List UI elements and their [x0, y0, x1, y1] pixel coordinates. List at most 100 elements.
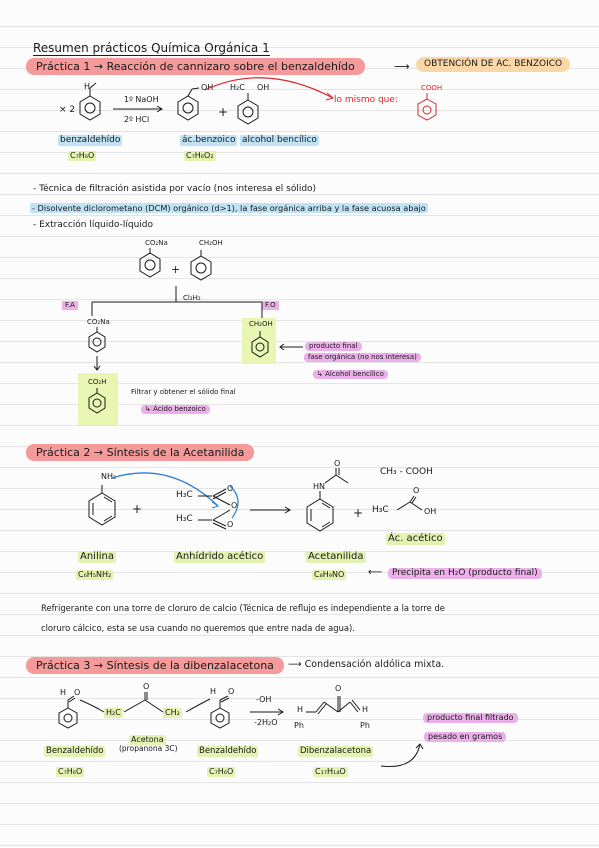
- acetico-oh: OH: [424, 507, 437, 516]
- precipita-arrow: ⟵: [368, 567, 383, 578]
- cl2h2-label: Cl₂H₂: [183, 294, 201, 302]
- lo-mismo-arrow: [204, 77, 334, 99]
- anhidrido-o-top: O: [227, 484, 234, 493]
- lo-mismo-que: lo mismo que:: [334, 95, 398, 105]
- anilina-structure: [88, 485, 116, 526]
- extraction-tree: [91, 286, 263, 318]
- co2na-left: CO₂Na: [87, 318, 110, 326]
- reaction-arrow-1: [113, 105, 163, 113]
- p3-benz-formula: C₇H₆O: [56, 767, 85, 777]
- anhidrido-h3c-bottom: H₃C: [176, 514, 193, 524]
- fase-organica-label: fase orgánica (no nos interesa): [304, 353, 421, 362]
- p3-acetona-structure: [123, 692, 164, 713]
- precipita-label: Precipita en H₂O (producto final): [388, 568, 542, 579]
- anhidrido-o-mid: O: [231, 501, 238, 510]
- p3-arrow-right: [185, 698, 211, 713]
- benzoic-acid-box: [88, 388, 106, 414]
- acetanilida-label: Acetanilida: [306, 551, 366, 563]
- benzyl-alcohol-top: [190, 250, 212, 281]
- p3-acetona-o: O: [143, 682, 150, 691]
- dibenzalacetona-structure: [306, 696, 361, 715]
- acido-acetico-structure: [396, 495, 423, 511]
- alcohol-oh-label: OH: [257, 83, 270, 92]
- p3-curve-arrowhead: [415, 743, 424, 750]
- p3-o-right: O: [228, 687, 235, 696]
- p3-arrow-left: [79, 699, 105, 713]
- anhidrido-structure: [198, 488, 231, 530]
- ch3cooh-label: CH₃ - COOH: [380, 467, 433, 477]
- p3-minus-h2o: -2H₂O: [254, 718, 278, 727]
- p3-minus-oh: -OH: [256, 695, 272, 704]
- obtencion-badge: OBTENCIÓN DE AC. BENZOICO: [416, 57, 571, 72]
- reaction-arrow-2: [250, 506, 291, 514]
- acbenzoico-formula: C₇H₆O₂: [184, 151, 216, 161]
- refrigerante-note-2: cloruro cálcico, esta se usa cuando no q…: [41, 623, 355, 633]
- fo-label: F.O: [262, 301, 279, 310]
- p3-h-left: H: [60, 688, 67, 697]
- anhidrido-o-bottom: O: [227, 520, 234, 529]
- nucleophilic-arrowhead: [211, 501, 220, 509]
- p3-h-right: H: [210, 687, 217, 696]
- anhidrido-h3c-top: H₃C: [176, 490, 193, 500]
- p3-benzaldehido-2: Benzaldehído: [197, 746, 259, 757]
- plus-sign-3: +: [132, 502, 143, 516]
- acido-benzoico-label: ↳ Ácido benzoico: [141, 405, 210, 414]
- lo-mismo-arrowhead: [325, 92, 335, 101]
- practica-2-header: Práctica 2 → Síntesis de la Acetanilida: [26, 444, 255, 461]
- acbenzoico-label: ác.benzoico: [180, 135, 238, 146]
- bullet-extraccion: - Extracción líquido-líquido: [33, 220, 154, 230]
- acbenzoico-red-structure: [417, 93, 437, 121]
- p3-dibenzal-formula: C₁₇H₁₄O: [313, 767, 348, 777]
- p3-acetona: Acetona: [129, 735, 166, 745]
- alcohol-bencilico-label: ↳ Alcohol bencílico: [313, 370, 388, 379]
- ch2oh-right: CH₂OH: [249, 320, 273, 328]
- co2na-top: CO₂Na: [145, 239, 168, 247]
- p3-dib-h-right: H: [362, 705, 369, 714]
- p3-benzaldehido-left: [58, 695, 78, 729]
- bullet-disolvente: - Disolvente diclorometano (DCM) orgánic…: [30, 203, 428, 214]
- alcohol-bencilico-structure: [237, 93, 259, 125]
- benzyl-alcohol-right: [251, 331, 303, 358]
- practica-3-subheader: ⟶ Condensación aldólica mixta.: [288, 659, 445, 670]
- x2-label: × 2: [59, 105, 76, 115]
- acetico-h3c: H₃C: [372, 505, 389, 515]
- alcohol-hfc-label: H₂C: [230, 83, 245, 92]
- bullet-filtracion: - Técnica de filtración asistida por vac…: [33, 184, 317, 194]
- p3-h2c: H₂C: [104, 708, 123, 718]
- p3-acetona-sub: (propanona 3C): [119, 744, 178, 753]
- acbenzoico-structure: [177, 87, 200, 121]
- acetanilida-structure: [306, 468, 349, 532]
- acetico-o: O: [413, 486, 420, 495]
- reagent-naoh: 1º NaOH: [124, 95, 159, 104]
- p3-dib-ph-right: Ph: [360, 721, 370, 730]
- benzaldehido-formula: C₇H₆O: [68, 151, 97, 161]
- practica-1-header: Práctica 1 → Reacción de cannizaro sobre…: [26, 58, 365, 75]
- p3-dib-ph-left: Ph: [294, 721, 304, 730]
- reagent-hcl: 2º HCl: [124, 115, 150, 124]
- nh2-label: NH₂: [101, 472, 117, 481]
- plus-sign-1: +: [218, 105, 229, 119]
- anilina-label: Anilina: [78, 551, 116, 563]
- ch2oh-top: CH₂OH: [199, 239, 223, 247]
- p3-dib-h: H: [297, 705, 304, 714]
- page-title: Resumen prácticos Química Orgánica 1: [33, 41, 270, 56]
- acetanilida-o: O: [334, 459, 341, 468]
- acacetico-label: Ác. acético: [386, 533, 445, 545]
- p3-pesado: pesado en gramos: [424, 732, 507, 742]
- p3-curve-arrow: [380, 743, 421, 768]
- sodium-benzoate-top: [139, 248, 161, 278]
- nucleophilic-arrow: [111, 472, 219, 507]
- acbenz-oh-label: OH: [201, 83, 214, 92]
- p3-o-left: O: [74, 688, 81, 697]
- reaction-arrow-3: [250, 708, 284, 716]
- p3-dibenzal: Dibenzalacetona: [298, 746, 374, 757]
- producto-final-label: producto final: [305, 342, 362, 351]
- benzaldehido-structure: [79, 82, 101, 121]
- p3-ch2: CH₂: [163, 708, 182, 718]
- plus-sign-4: +: [353, 506, 364, 520]
- hn-label: HN: [313, 482, 325, 491]
- p3-benz-formula-2: C₇H₆O: [207, 767, 236, 777]
- alcohol-label: alcohol bencílico: [240, 135, 319, 146]
